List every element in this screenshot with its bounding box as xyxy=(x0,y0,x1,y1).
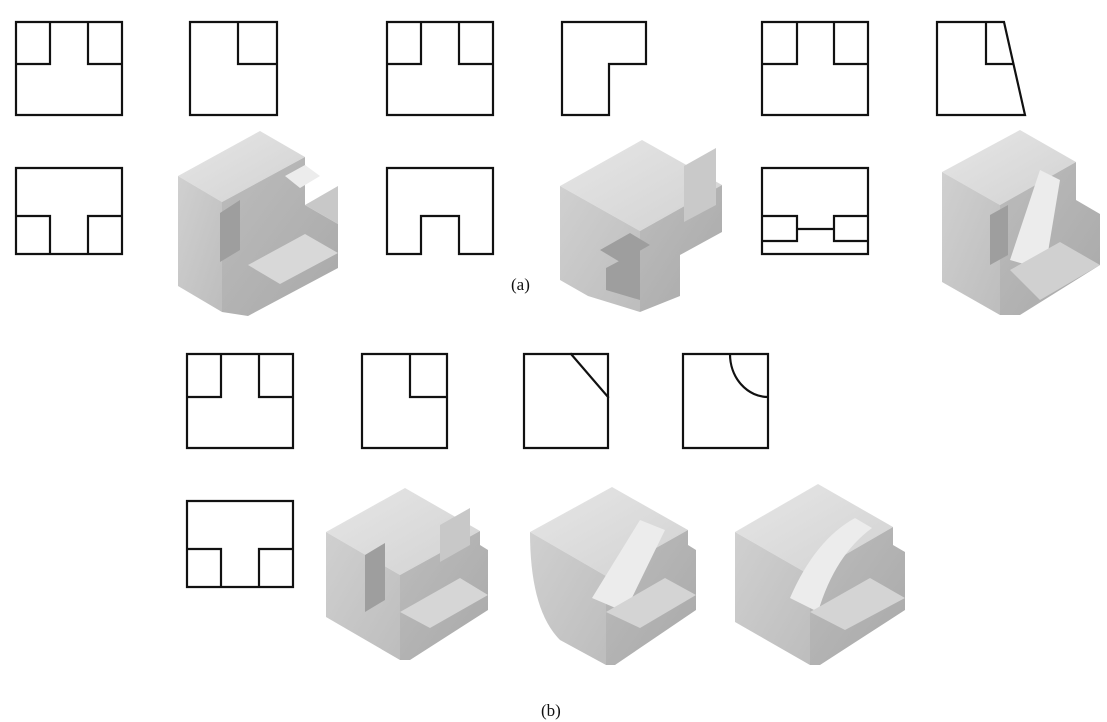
set-a2-front-view xyxy=(385,166,495,256)
set-b-isometric-solid-2 xyxy=(530,487,696,665)
set-b-top-view xyxy=(185,352,295,450)
set-a3-side-view xyxy=(935,20,1027,117)
set-b-isometric-solid-3 xyxy=(735,484,905,665)
set-a1-side-view xyxy=(188,20,279,117)
set-a1-isometric-solid xyxy=(178,131,338,316)
set-b-side-view-1 xyxy=(360,352,449,450)
set-a3-top-view xyxy=(760,20,870,117)
set-b-side-view-3 xyxy=(681,352,770,450)
set-a3-front-view xyxy=(760,166,870,256)
caption-a: (a) xyxy=(511,275,530,294)
set-a2-isometric-solid xyxy=(560,140,722,312)
set-a3-isometric-solid xyxy=(942,130,1100,315)
set-b-front-view xyxy=(185,499,295,589)
set-b-isometric-solid-1 xyxy=(326,488,488,660)
set-a2-side-view xyxy=(560,20,648,117)
caption-b: (b) xyxy=(541,701,561,720)
set-b-side-view-2 xyxy=(522,352,610,450)
set-a1-front-view xyxy=(14,166,124,256)
set-a2-top-view xyxy=(385,20,495,117)
set-a1-top-view xyxy=(14,20,124,117)
